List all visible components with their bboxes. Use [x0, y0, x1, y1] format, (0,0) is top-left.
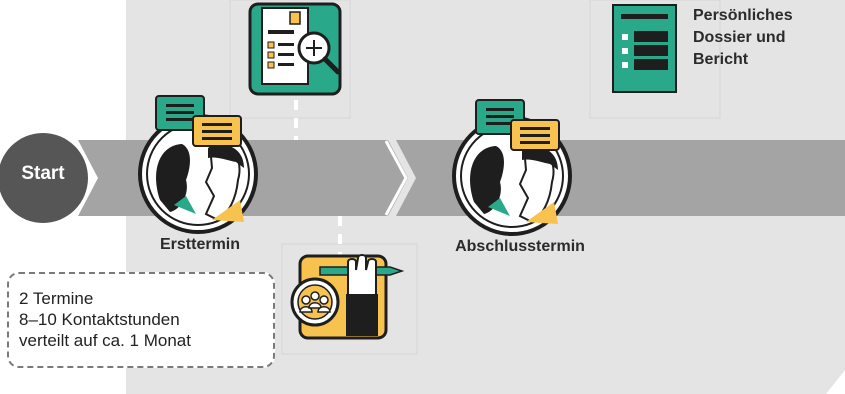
- background-panel-corner: [826, 370, 845, 394]
- dossier-label-line: Bericht: [693, 51, 749, 68]
- grid-tiles: [229, 0, 721, 355]
- info-line: 2 Termine: [19, 289, 94, 308]
- dossier-label: Persönliches Dossier und Bericht: [693, 5, 833, 71]
- info-line: verteilt auf ca. 1 Monat: [19, 331, 191, 350]
- start-circle[interactable]: [0, 133, 88, 223]
- dossier-label-line: Persönliches: [693, 7, 793, 24]
- step-label-abschlusstermin: Abschlusstermin: [455, 238, 585, 255]
- document-search-icon: [248, 2, 342, 96]
- workshop-icon: [290, 254, 405, 340]
- info-box: 2 Termine 8–10 Kontaktstunden verteilt a…: [7, 272, 275, 368]
- dossier-label-line: Dossier und: [693, 29, 786, 46]
- dossier-icon: [612, 4, 677, 93]
- conversation-icon-abschlusstermin: [452, 99, 572, 236]
- step-label-ersttermin: Ersttermin: [159, 236, 241, 253]
- start-label: Start: [21, 163, 65, 184]
- info-line: 8–10 Kontaktstunden: [19, 310, 180, 329]
- conversation-icon-ersttermin: [138, 95, 258, 234]
